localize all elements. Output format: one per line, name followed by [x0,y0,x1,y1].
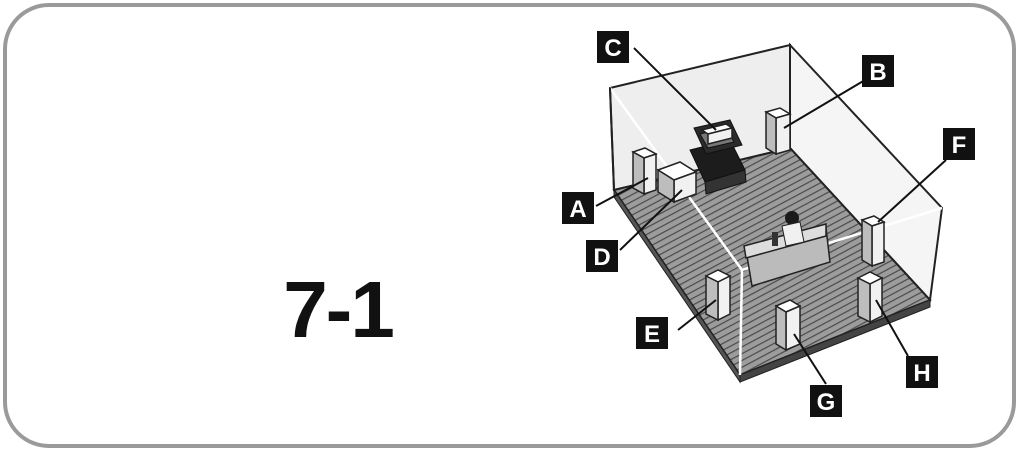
floor-edge-right [739,299,931,383]
svg-text:C: C [604,35,621,62]
svg-text:F: F [952,132,967,159]
label-e: E [636,317,668,349]
svg-text:G: G [817,389,836,416]
speaker-g [774,299,802,352]
leader-d [619,189,683,251]
configuration-label: 7-1 [283,265,395,354]
speaker-e [704,269,732,322]
leader-h [875,299,909,357]
leader-e [677,299,717,331]
svg-text:D: D [593,244,610,271]
speaker-h [856,271,884,324]
speaker-f [860,215,886,268]
speaker-c [700,123,734,145]
leader-a [595,177,649,207]
leader-g [793,333,827,385]
label-a: A [562,192,594,224]
room-front-corner [738,269,744,376]
svg-text:B: B [869,59,886,86]
label-f: F [943,128,975,160]
svg-text:E: E [644,321,660,348]
sofa-with-listener [743,211,831,287]
speaker-a [631,147,658,196]
svg-text:H: H [913,360,930,387]
room-left-corner [609,87,615,191]
leader-b [783,79,866,129]
leader-f [877,159,947,223]
label-h: H [906,356,938,388]
label-g: G [810,385,842,417]
label-b: B [862,55,894,87]
svg-text:A: A [569,196,586,223]
speaker-d-subwoofer [656,161,698,204]
leader-c [633,47,717,131]
speaker-b [764,107,792,156]
label-d: D [586,240,618,272]
label-c: C [597,31,629,63]
